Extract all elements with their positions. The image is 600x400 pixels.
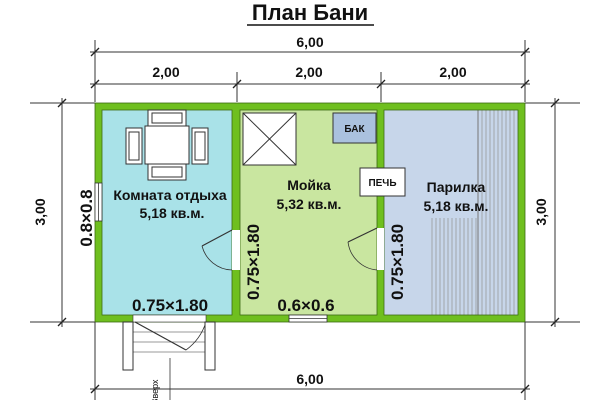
shower-tray [242,112,297,166]
dim-left-height: 3,00 [32,198,48,225]
dim-right-height: 3,00 [533,198,549,225]
table-with-chairs [125,109,209,181]
window-left-size: 0.8×0.8 [77,189,96,246]
steam-lower-bench [431,218,477,315]
room-wash-name: Мойка [287,177,331,193]
dim-segment-1: 2,00 [152,64,179,80]
room-steam-area: 5,18 кв.м. [424,198,489,214]
window-wash [288,314,328,323]
tank-label: БАК [344,124,365,135]
room-rest-name: Комната отдыха [113,187,227,203]
wall-wash-steam [377,103,384,322]
door-rest-wash-size: 0.75×1.80 [244,224,263,300]
room-wash-area: 5,32 кв.м. [277,196,342,212]
stove [359,167,406,197]
stove-label: ПЕЧЬ [368,178,396,189]
tank [332,112,377,144]
room-steam-floor [384,110,518,315]
side-dimensions: 3,00 3,00 [30,98,580,327]
window-left [94,182,103,222]
door-wash-steam-size: 0.75×1.80 [388,224,407,300]
room-rest-area: 5,18 кв.м. [140,205,205,221]
bottom-dimension: 6,00 [90,322,530,400]
top-dimensions: 6,00 2,00 2,00 2,00 [90,34,530,102]
wall-rest-wash [232,103,240,322]
dim-segment-3: 2,00 [439,64,466,80]
dim-bottom-total: 6,00 [296,371,323,387]
dim-segment-2: 2,00 [295,64,322,80]
window-wash-size: 0.6×0.6 [277,296,334,315]
door-rest-wash [201,229,240,271]
dim-top-total: 6,00 [296,34,323,50]
room-steam-name: Парилка [427,179,486,195]
door-wash-steam [347,227,384,271]
door-entry [132,314,207,351]
porch-steps [122,321,216,400]
plan-title: План Бани [252,0,368,25]
door-entry-size: 0.75×1.80 [132,296,208,315]
